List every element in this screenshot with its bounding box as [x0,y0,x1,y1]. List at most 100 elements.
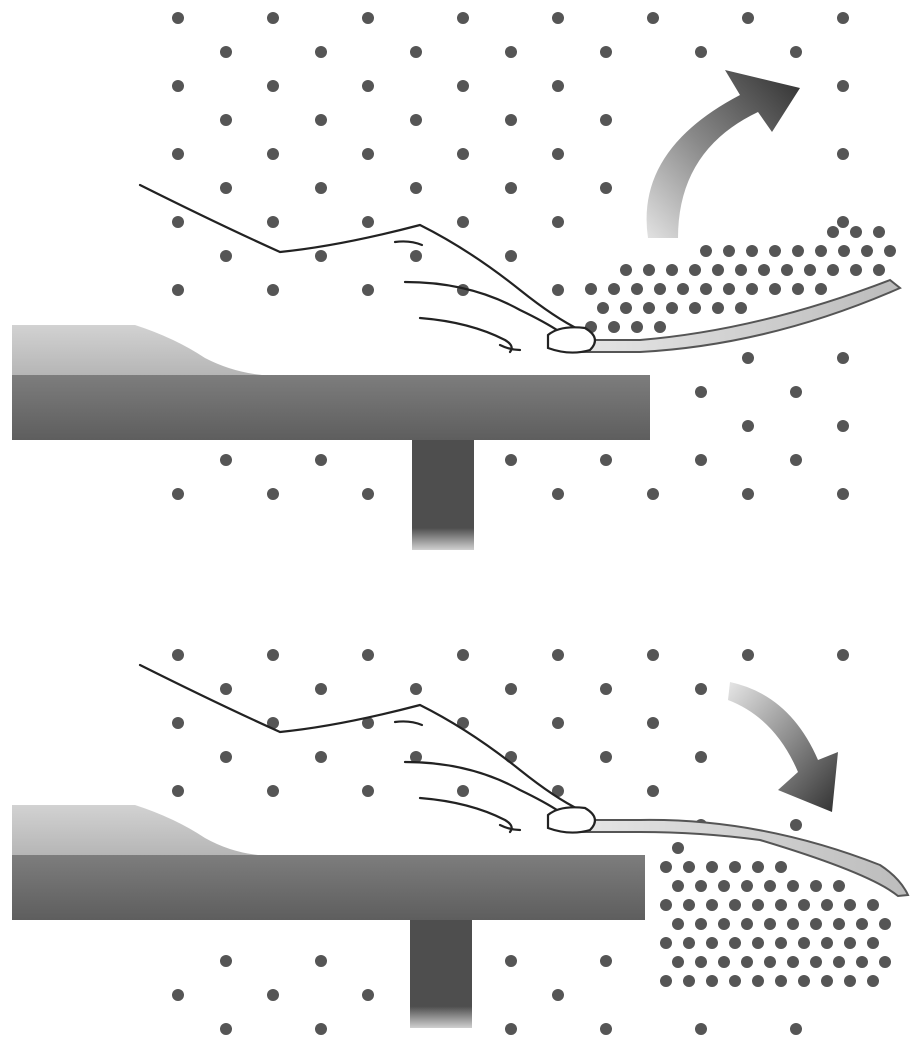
air-particle [723,283,735,295]
air-particle [647,12,659,24]
air-particle [769,283,781,295]
air-particle [552,649,564,661]
air-particle [729,937,741,949]
air-particle [867,937,879,949]
air-particle [315,182,327,194]
air-particle [775,975,787,987]
air-particle [790,454,802,466]
air-particle [505,114,517,126]
air-particle [837,488,849,500]
air-particle [742,420,754,432]
air-particle [781,264,793,276]
air-particle [267,216,279,228]
air-particle [833,880,845,892]
air-particle [220,1023,232,1035]
air-particle [775,861,787,873]
air-particle [821,975,833,987]
air-particle [752,899,764,911]
air-particle [718,880,730,892]
air-particle [752,975,764,987]
air-particle [790,819,802,831]
air-particle [315,454,327,466]
air-particle [790,1023,802,1035]
hand [140,185,595,353]
air-particle [552,717,564,729]
air-particle [837,12,849,24]
air-particle [457,80,469,92]
air-particle [267,12,279,24]
air-particle [844,899,856,911]
air-particle [683,975,695,987]
air-particle [735,302,747,314]
air-particle [362,649,374,661]
air-particle [220,955,232,967]
air-particle [815,245,827,257]
air-particle [833,956,845,968]
air-particle [505,751,517,763]
air-particle [647,785,659,797]
air-particle [775,899,787,911]
air-particle [764,918,776,930]
air-particle [172,284,184,296]
air-particle [552,216,564,228]
air-particle [654,283,666,295]
air-particle [867,899,879,911]
air-particle [220,454,232,466]
air-particle [787,880,799,892]
air-particle [672,842,684,854]
air-particle [695,880,707,892]
air-particle [844,975,856,987]
air-particle [315,250,327,262]
air-particle [172,80,184,92]
air-particle [837,649,849,661]
air-particle [850,226,862,238]
table-leg [412,440,474,550]
air-particle [315,751,327,763]
air-particle [723,245,735,257]
air-particle [735,264,747,276]
air-particle [683,861,695,873]
air-particle [856,918,868,930]
air-particle [810,880,822,892]
air-particle [608,321,620,333]
air-particle [552,284,564,296]
air-particle [172,488,184,500]
air-particle [220,683,232,695]
air-particle [552,80,564,92]
air-particle [505,182,517,194]
air-particle [718,956,730,968]
air-particle [457,216,469,228]
air-particle [600,683,612,695]
air-particle [695,751,707,763]
air-particle [505,250,517,262]
air-particle [600,454,612,466]
air-particle [267,284,279,296]
panel-upward-deflection [12,12,900,550]
air-particle [856,956,868,968]
air-particle [600,1023,612,1035]
air-particle [827,226,839,238]
air-particle [267,488,279,500]
air-particle [172,785,184,797]
air-particle [172,649,184,661]
panel-downward-deflection [12,649,908,1035]
table [12,325,650,550]
air-particle [718,918,730,930]
air-particle [695,683,707,695]
air-particle [695,956,707,968]
air-particle [315,114,327,126]
air-particle [220,182,232,194]
air-particle [742,488,754,500]
air-particle [712,302,724,314]
air-particle [552,989,564,1001]
air-particle [505,683,517,695]
air-particle [672,918,684,930]
air-particle [647,488,659,500]
air-particle [700,283,712,295]
air-particle [706,899,718,911]
air-particle [837,352,849,364]
air-particle [695,918,707,930]
air-particle [741,956,753,968]
hand [140,665,595,833]
air-particle [172,989,184,1001]
